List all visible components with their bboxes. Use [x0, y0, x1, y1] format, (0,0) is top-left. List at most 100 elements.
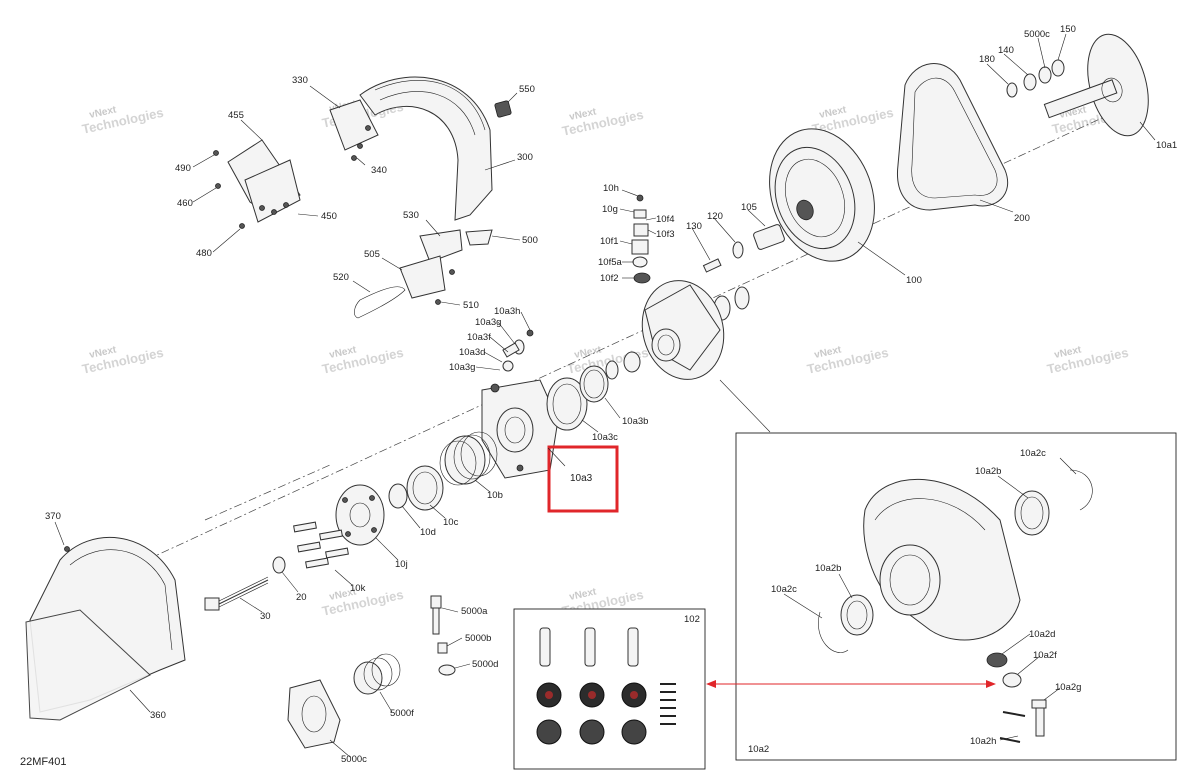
cover-10j: [335, 484, 399, 561]
callout-360: 360: [150, 710, 166, 721]
pulley-100: [769, 128, 906, 276]
watermark: vNext Technologies: [81, 344, 165, 376]
bolt-30: [204, 576, 269, 613]
callout-10a3b: 10a3b: [622, 416, 648, 427]
callout-20: 20: [296, 592, 307, 603]
callout-10f2: 10f2: [600, 273, 619, 284]
callout-200: 200: [1014, 213, 1030, 224]
kit-box-102: [513, 608, 706, 770]
mount-bracket: [352, 219, 521, 319]
callout-10h: 10h: [603, 183, 619, 194]
kit-rollers: [536, 682, 647, 708]
guard-bracket: [329, 99, 379, 151]
movable-sheave: [641, 280, 771, 433]
callout-480: 480: [196, 248, 212, 259]
callout-10a3g-2: 10a3g: [449, 362, 475, 373]
highlight-label: 10a3: [570, 473, 593, 484]
callout-505: 505: [364, 249, 380, 260]
bracket-500: [465, 229, 493, 246]
callout-10a2c-2: 10a2c: [771, 584, 797, 595]
callout-10g: 10g: [602, 204, 618, 215]
watermark: vNext Technologies: [321, 344, 405, 376]
part-5000a: [430, 595, 459, 635]
callout-10a2b-2: 10a2b: [815, 563, 841, 574]
callout-130: 130: [686, 221, 702, 232]
spring-10b: [439, 431, 498, 493]
callout-10b: 10b: [487, 490, 503, 501]
lower-guard: [25, 537, 186, 721]
callout-300: 300: [517, 152, 533, 163]
callout-5000d: 5000d: [472, 659, 498, 670]
callout-10a2f: 10a2f: [1033, 650, 1057, 661]
callout-10d: 10d: [420, 527, 436, 538]
callout-10k: 10k: [350, 583, 366, 594]
callout-530: 530: [403, 210, 419, 221]
callout-10a3c: 10a3c: [592, 432, 618, 443]
gasket-5000c: [287, 679, 351, 758]
callout-10a1: 10a1: [1156, 140, 1177, 151]
screw: [215, 183, 221, 189]
screw: [357, 143, 363, 149]
callout-10f1: 10f1: [600, 236, 619, 247]
callout-5000b: 5000b: [465, 633, 491, 644]
callout-10a3h: 10a3h: [494, 306, 520, 317]
callout-100: 100: [906, 275, 922, 286]
callout-10a2b: 10a2b: [975, 466, 1001, 477]
callout-5000f: 5000f: [390, 708, 414, 719]
callout-10f3: 10f3: [656, 229, 675, 240]
callout-180: 180: [979, 54, 995, 65]
detail-box-label: 10a2: [748, 744, 769, 755]
callout-120: 120: [707, 211, 723, 222]
spring-5000f: [353, 653, 401, 713]
part-5000b: [437, 637, 463, 654]
callout-10a2h: 10a2h: [970, 736, 996, 747]
callout-10j: 10j: [395, 559, 408, 570]
callout-450: 450: [321, 211, 337, 222]
screw-370: [54, 521, 70, 552]
callout-340: 340: [371, 165, 387, 176]
bolt: [271, 209, 277, 215]
callout-370: 370: [45, 511, 61, 522]
connector-arrow: [706, 680, 996, 688]
screw: [351, 155, 357, 161]
callout-105: 105: [741, 202, 757, 213]
kit-pins: [539, 627, 639, 667]
watermark: vNext Technologies: [561, 106, 645, 138]
callout-5000c: 5000c: [341, 754, 367, 765]
pulley-half-10a1: [1043, 33, 1156, 141]
diagram-code: 22MF401: [20, 756, 66, 768]
callout-510: 510: [463, 300, 479, 311]
callout-455: 455: [228, 110, 244, 121]
kit-box-label: 102: [684, 614, 700, 625]
screw: [365, 125, 371, 131]
secondary-axis: [204, 464, 331, 521]
bolt-130: [691, 227, 722, 273]
callout-5000c-top: 5000c: [1024, 29, 1050, 40]
spacer-105: [747, 209, 785, 250]
guard-shell: [359, 76, 493, 221]
part-550: [494, 92, 518, 118]
callout-500: 500: [522, 235, 538, 246]
callout-labels: 330 550 300 340 455 490 460 450 480 530 …: [20, 24, 1177, 768]
bolts-10k: [293, 521, 353, 586]
sleeve-10c: [406, 465, 446, 519]
callout-10a2g: 10a2g: [1055, 682, 1081, 693]
bolt: [259, 205, 265, 211]
rings-180-140-5000c-150: [986, 33, 1067, 98]
bolt: [283, 202, 289, 208]
callout-150: 150: [1060, 24, 1076, 35]
callout-520: 520: [333, 272, 349, 283]
ring-10a3b: [579, 365, 621, 419]
upper-guard: [309, 76, 516, 221]
belt-200: [896, 63, 1014, 213]
callout-10a2d: 10a2d: [1029, 629, 1055, 640]
watermark: vNext Technologies: [806, 344, 890, 376]
highlight-box[interactable]: [547, 445, 619, 513]
callout-10a3f: 10a3f: [467, 332, 491, 343]
bracket-530: [419, 229, 463, 263]
washer-20: [272, 556, 299, 593]
bracket-assembly: [192, 119, 319, 253]
bracket-505: [399, 255, 446, 299]
watermark: vNext Technologies: [1046, 344, 1130, 376]
callout-10f4: 10f4: [656, 214, 675, 225]
